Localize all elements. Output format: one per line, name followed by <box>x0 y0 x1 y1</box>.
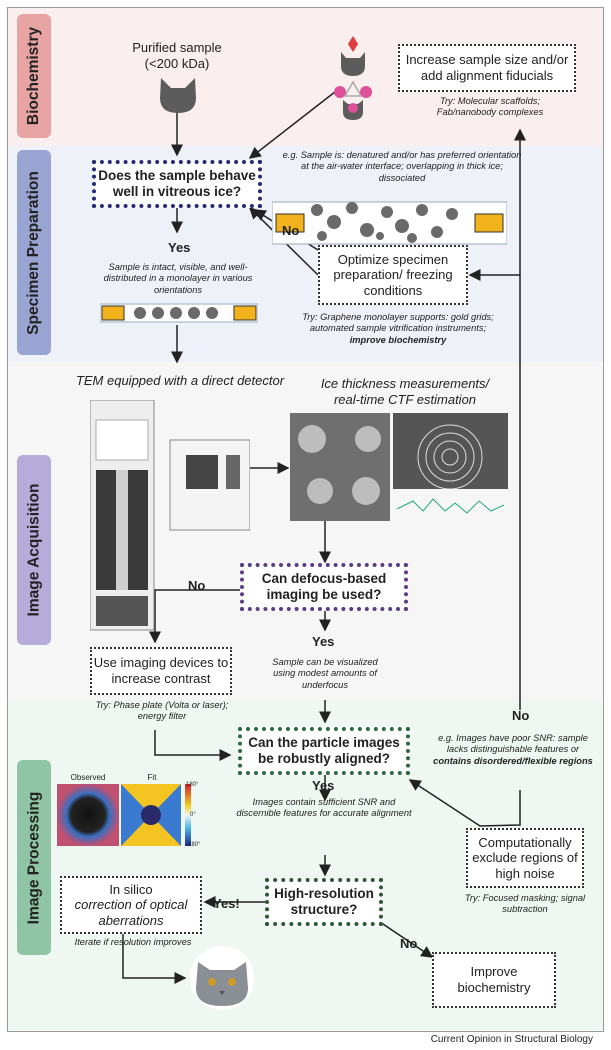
yes-label-aligned: Yes <box>312 778 335 793</box>
exclude-noise-box: Computationally exclude regions of high … <box>466 828 584 888</box>
aligned-question: Can the particle images be robustly alig… <box>238 727 410 775</box>
tem-label: TEM equipped with a direct detector <box>75 373 285 388</box>
frame <box>7 7 604 1032</box>
poor-snr-note: e.g. Images have poor SNR: sample lacks … <box>433 733 593 766</box>
section-tab-processing: Image Processing <box>17 760 51 955</box>
denatured-note: e.g. Sample is: denatured and/or has pre… <box>282 150 522 183</box>
fit-label: Fit <box>147 773 157 782</box>
improve-biochemistry-box: Improve biochemistry <box>432 952 556 1008</box>
optimize-specimen-box: Optimize specimen preparation/ freezing … <box>318 245 468 305</box>
cat-icon <box>160 78 196 113</box>
tem-microscope-illustration <box>90 400 250 631</box>
colorbar-bottom-label: -180° <box>186 842 201 848</box>
vitreous-ice-question: Does the sample behave well in vitreous … <box>92 160 262 208</box>
cat-photo-icon <box>190 946 254 1010</box>
ice-thickness-label: Ice thickness measurements/real-time CTF… <box>320 376 490 407</box>
sufficient-snr-note: Images contain sufficient SNR and discer… <box>236 797 412 819</box>
imaging-devices-box: Use imaging devices to increase contrast <box>90 647 232 695</box>
yes-label-defocus: Yes <box>312 634 335 649</box>
no-label-aligned: No <box>512 708 530 723</box>
start-label: Purified sample(<200 kDa) <box>132 40 222 71</box>
bad-ice-illustration <box>272 201 507 245</box>
ctf-estimate-thumbnail <box>393 413 508 521</box>
no-label-vitreous: No <box>282 223 300 238</box>
iterate-note: Iterate if resolution improves <box>74 937 192 947</box>
micrograph-thumbnail <box>290 413 390 521</box>
yes-bang-label: Yes! <box>213 896 240 911</box>
section-tab-biochemistry: Biochemistry <box>17 14 51 138</box>
increase-sample-size-box: Increase sample size and/or add alignmen… <box>398 44 576 92</box>
colorbar-mid-label: 0° <box>190 812 196 818</box>
sample-intact-note: Sample is intact, visible, and well-dist… <box>103 262 253 295</box>
try-masking-note: Try: Focused masking; signal subtraction <box>464 893 586 915</box>
high-resolution-question: High-resolution structure? <box>265 878 383 926</box>
yes-label-vitreous: Yes <box>168 240 191 255</box>
defocus-question: Can defocus-based imaging be used? <box>240 563 408 611</box>
section-tab-specimen: Specimen Preparation <box>17 150 51 355</box>
no-label-highres: No <box>400 936 418 951</box>
try-graphene-note: Try: Graphene monolayer supports: gold g… <box>302 312 494 345</box>
fiducial-complex-icon <box>334 36 372 120</box>
try-phase-note: Try: Phase plate (Volta or laser); energ… <box>95 700 229 722</box>
aberration-maps <box>57 784 191 846</box>
in-silico-correction-box: In silico correction of optical aberrati… <box>60 876 202 934</box>
footer-credit: Current Opinion in Structural Biology <box>430 1034 593 1045</box>
colorbar-top-label: 180° <box>186 782 199 788</box>
observed-label: Observed <box>70 773 106 782</box>
try-scaffolds-note: Try: Molecular scaffolds; Fab/nanobody c… <box>436 96 544 118</box>
good-ice-illustration <box>100 303 258 323</box>
no-label-defocus: No <box>188 578 206 593</box>
section-tab-acquisition: Image Acquisition <box>17 455 51 645</box>
underfocus-note: Sample can be visualized using modest am… <box>272 657 378 690</box>
